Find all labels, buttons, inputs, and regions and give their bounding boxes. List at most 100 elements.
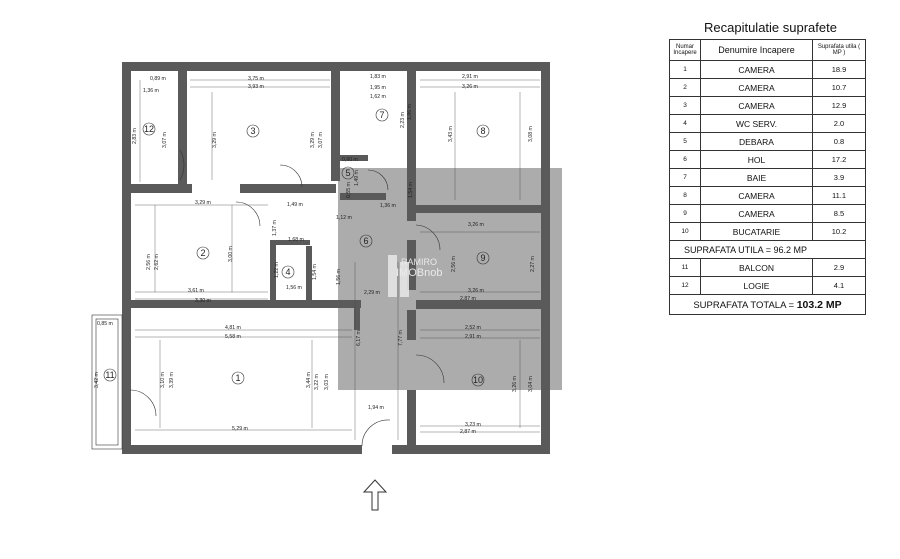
dimension-label: 1,37 m <box>272 220 278 236</box>
row-nr: 10 <box>669 222 701 241</box>
row-nr: 5 <box>669 132 701 151</box>
row-name: CAMERA <box>700 186 813 205</box>
header-area: Suprafata utila ( MP ) <box>812 39 866 61</box>
dimension-label: 1,36 m <box>143 88 159 94</box>
dimension-label: 3,44 m <box>306 372 312 388</box>
row-area: 0.8 <box>812 132 866 151</box>
dimension-label: 3,26 m <box>462 84 478 90</box>
grand-total: SUPRAFATA TOTALA = 103.2 MP <box>669 294 866 315</box>
dimension-label: 2,87 m <box>460 296 476 302</box>
table-header: Numar Incapere Denumire Incapere Suprafa… <box>669 39 866 61</box>
dimension-label: 3,08 m <box>528 126 534 142</box>
grand-total-label: SUPRAFATA TOTALA = <box>693 299 795 311</box>
row-area: 11.1 <box>812 186 866 205</box>
row-name: HOL <box>700 150 813 169</box>
dimension-label: 3,26 m <box>512 376 518 392</box>
dimension-label: 3,00 m <box>228 246 234 262</box>
row-nr: 6 <box>669 150 701 169</box>
inner-walls <box>122 71 550 454</box>
dimension-lines <box>135 79 540 440</box>
dimension-label: 3,29 m <box>310 132 316 148</box>
row-name: BUCATARIE <box>700 222 813 241</box>
dimension-label: 2,83 m <box>132 128 138 144</box>
room-number: 8 <box>480 126 485 136</box>
dimension-label: 3,61 m <box>188 288 204 294</box>
row-nr: 7 <box>669 168 701 187</box>
dimension-label: 2,56 m <box>146 254 152 270</box>
row-name: WC SERV. <box>700 114 813 133</box>
watermark-logo: RAMIRO IMOBnob <box>388 255 442 297</box>
row-nr: 4 <box>669 114 701 133</box>
header-name: Denumire Incapere <box>700 39 813 61</box>
row-nr: 2 <box>669 78 701 97</box>
dimension-label: 3,42 m <box>94 372 100 388</box>
row-name: BALCON <box>700 258 813 277</box>
row-area: 8.5 <box>812 204 866 223</box>
dimension-label: 1,68 m <box>288 237 304 243</box>
entrance-arrow-icon <box>362 479 388 511</box>
dimension-label: 3,23 m <box>465 422 481 428</box>
row-name: LOGIE <box>700 276 813 295</box>
dimension-label: 3,07 m <box>318 132 324 148</box>
doors <box>129 149 445 447</box>
row-name: DEBARA <box>700 132 813 151</box>
dimension-label: 3,26 m <box>468 222 484 228</box>
row-area: 4.1 <box>812 276 866 295</box>
dimension-label: 3,39 m <box>169 372 175 388</box>
room-number: 4 <box>285 267 290 277</box>
row-area: 2.0 <box>812 114 866 133</box>
dimension-label: 1,83 m <box>370 74 386 80</box>
dimension-label: 1,49 m <box>354 170 360 186</box>
dimension-label: 2,23 m <box>400 112 406 128</box>
dimension-label: 1,49 m <box>287 202 303 208</box>
grand-total-row: SUPRAFATA TOTALA = 103.2 MP <box>669 294 866 315</box>
dimension-label: 3,07 m <box>162 132 168 148</box>
dimension-label: 1,56 m <box>286 285 302 291</box>
row-nr: 1 <box>669 60 701 79</box>
dimension-label: 0,85 m <box>97 321 113 327</box>
room-number: 10 <box>473 375 483 385</box>
row-nr: 11 <box>669 258 701 277</box>
row-name: CAMERA <box>700 96 813 115</box>
dimension-label: 5,58 m <box>225 334 241 340</box>
room-number: 3 <box>250 126 255 136</box>
summary-title: Recapitulatie suprafete <box>704 20 837 35</box>
row-nr: 8 <box>669 186 701 205</box>
dimension-label: 1,36 m <box>380 203 396 209</box>
dimension-labels: 0,89 m 1,36 m 2,83 m 3,07 m 3,75 m 3,93 … <box>94 74 536 435</box>
dimension-label: 1,62 m <box>370 94 386 100</box>
row-area: 17.2 <box>812 150 866 169</box>
watermark-text: IMOBnob <box>396 267 442 279</box>
dimension-label: 1,12 m <box>336 215 352 221</box>
row-area: 12.9 <box>812 96 866 115</box>
balcony-outline <box>91 314 123 450</box>
room-number: 7 <box>379 110 384 120</box>
watermark-box <box>338 168 562 390</box>
dimension-label: 1,22 m <box>274 262 280 278</box>
grand-total-value: 103.2 MP <box>796 298 842 311</box>
room-labels: 1 2 3 4 5 6 7 8 9 10 11 12 <box>103 108 490 387</box>
dimension-label: 1,96 m <box>407 104 413 120</box>
row-area: 3.9 <box>812 168 866 187</box>
dimension-label: 3,26 m <box>468 288 484 294</box>
dimension-label: 3,04 m <box>528 376 534 392</box>
dimension-label: 0,60 m <box>342 157 358 163</box>
dimension-label: 4,81 m <box>225 325 241 331</box>
dimension-label: 3,03 m <box>324 374 330 390</box>
row-area: 18.9 <box>812 60 866 79</box>
row-nr: 9 <box>669 204 701 223</box>
dimension-label: 2,62 m <box>154 254 160 270</box>
dimension-label: 0,89 m <box>150 76 166 82</box>
row-name: BAIE <box>700 168 813 187</box>
row-name: CAMERA <box>700 204 813 223</box>
useful-total-row: SUPRAFATA UTILA = 96.2 MP <box>669 240 866 259</box>
dimension-label: 1,95 m <box>370 85 386 91</box>
